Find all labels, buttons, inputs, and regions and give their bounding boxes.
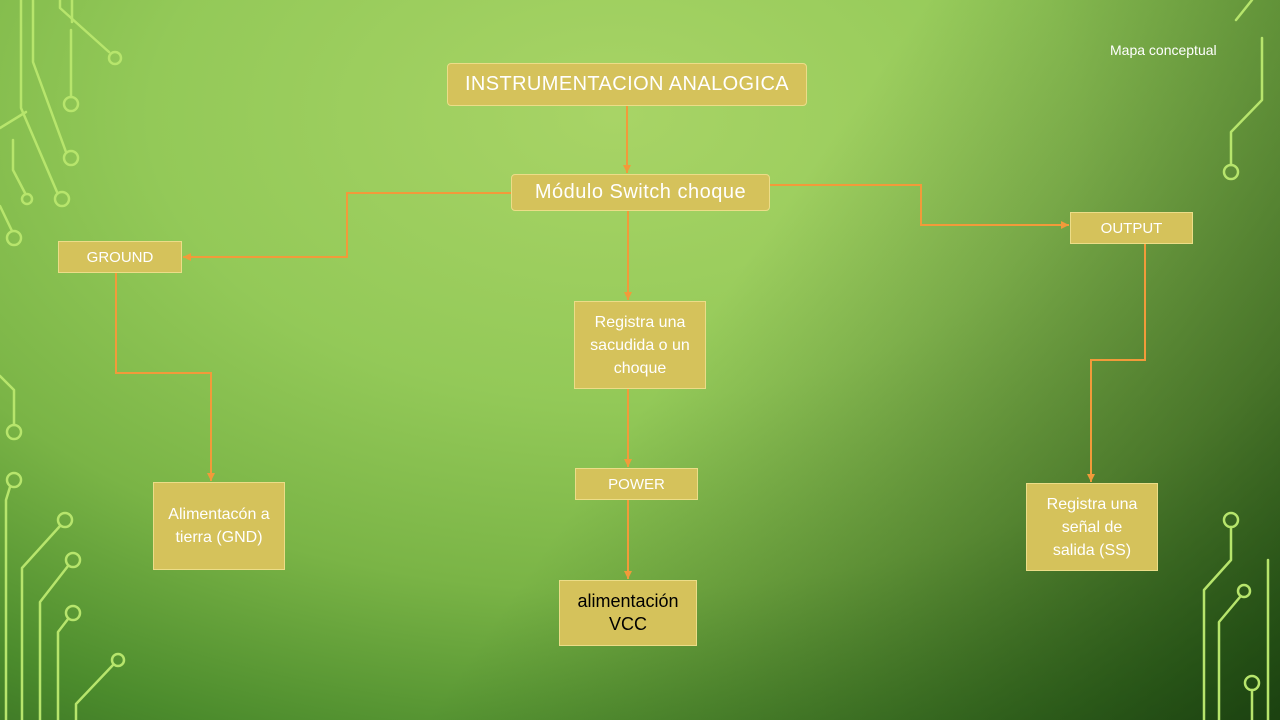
concept-power-label: POWER (608, 475, 665, 493)
connector-output-to-description (1087, 244, 1146, 482)
circuit-trace (74, 663, 115, 720)
circuit-node (1222, 163, 1240, 181)
circuit-trace (0, 374, 16, 427)
circuit-trace (1234, 0, 1254, 22)
circuit-node (5, 423, 23, 441)
circuit-trace (4, 485, 12, 720)
concept-output-box: OUTPUT (1070, 212, 1193, 244)
circuit-node (5, 229, 23, 247)
connector-module-to-output (770, 184, 1069, 229)
connector-module-to-ground (183, 192, 511, 261)
circuit-trace (11, 138, 27, 195)
circuit-node (110, 652, 126, 668)
concept-ground-description-box: Alimentacón a tierra (GND) (153, 482, 285, 570)
circuit-trace (0, 204, 14, 233)
circuit-node (62, 149, 80, 167)
circuit-trace (1217, 595, 1242, 720)
circuit-node (62, 95, 80, 113)
concept-ground-description: Alimentacón a tierra (GND) (168, 506, 270, 546)
circuit-top-left (0, 0, 123, 247)
circuit-node (5, 471, 23, 489)
circuit-top-right (1222, 0, 1264, 181)
circuit-node (64, 604, 82, 622)
circuit-bottom-left (0, 374, 126, 720)
circuit-node (64, 551, 82, 569)
circuit-node (56, 511, 74, 529)
circuit-node (20, 192, 34, 206)
circuit-trace (31, 0, 68, 154)
concept-vcc-box: alimentación VCC (559, 580, 697, 646)
circuit-trace (69, 0, 74, 99)
concept-ground-label: GROUND (86, 248, 154, 266)
concept-vcc-label: alimentación VCC (577, 591, 679, 634)
circuit-trace (38, 564, 70, 720)
concept-power-box: POWER (575, 468, 698, 500)
concept-root-label: INSTRUMENTACION ANALOGICA (464, 73, 790, 95)
concept-output-description: Registra una señal de salida (SS) (1046, 495, 1138, 559)
circuit-node (1236, 583, 1252, 599)
concept-shock-box: Registra una sacudida o un choque (574, 301, 706, 389)
circuit-trace (1229, 36, 1264, 167)
concept-module-box: Módulo Switch choque (511, 174, 770, 211)
circuit-node (53, 190, 71, 208)
circuit-bottom-right (1202, 511, 1270, 720)
connector-ground-to-description (115, 273, 215, 481)
circuit-trace (58, 0, 111, 54)
circuit-trace (19, 0, 59, 194)
circuit-trace (20, 524, 62, 720)
concept-output-description-box: Registra una señal de salida (SS) (1026, 483, 1158, 571)
concept-ground-box: GROUND (58, 241, 182, 273)
slide-corner-label: Mapa conceptual (1110, 42, 1217, 58)
concept-module-label: Módulo Switch choque (534, 181, 747, 203)
circuit-node (107, 50, 123, 66)
circuit-trace (1202, 525, 1233, 720)
concept-root-box: INSTRUMENTACION ANALOGICA (447, 63, 807, 106)
circuit-trace (56, 617, 70, 720)
concept-output-label: OUTPUT (1100, 219, 1163, 237)
circuit-trace (0, 110, 28, 130)
concept-shock-label: Registra una sacudida o un choque (590, 313, 690, 377)
